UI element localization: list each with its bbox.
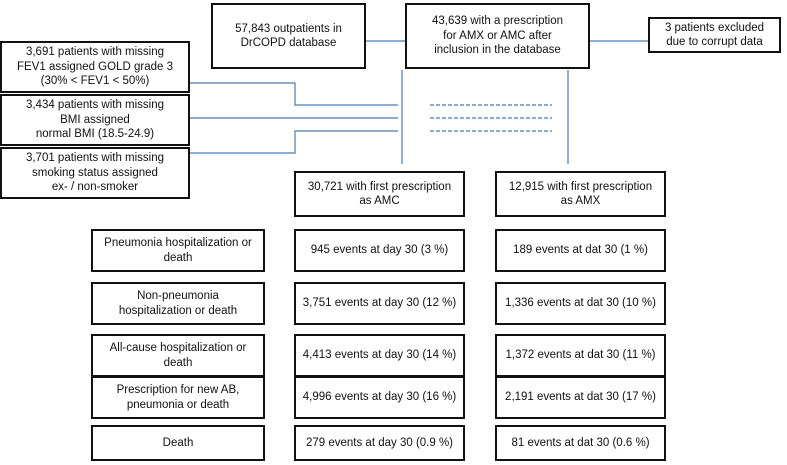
outcome-amc-box: 4,996 events at day 30 (16 %): [294, 376, 465, 419]
amc-group-box: 30,721 with first prescription as AMC: [294, 171, 465, 217]
imputation-fev1-text: 3,691 patients with missing FEV1 assigne…: [17, 46, 173, 88]
outcome-label: Prescription for new AB, pneumonia or de…: [116, 384, 240, 411]
outcome-amc-value: 945 events at day 30 (3 %): [310, 244, 449, 257]
outcome-amx-box: 189 events at dat 30 (1 %): [495, 229, 666, 272]
imputation-bmi-box: 3,434 patients with missing BMI assigned…: [0, 94, 190, 146]
imputation-bmi-text: 3,434 patients with missing BMI assigned…: [25, 99, 165, 141]
outcome-amc-box: 4,413 events at day 30 (14 %): [294, 334, 465, 377]
outcome-label-box: Death: [91, 425, 265, 461]
outcome-amc-box: 945 events at day 30 (3 %): [294, 229, 465, 272]
outcome-amx-box: 1,336 events at dat 30 (10 %): [495, 282, 666, 325]
outcome-label: Death: [162, 436, 194, 449]
prescription-text: 43,639 with a prescription for AMX or AM…: [431, 15, 564, 57]
excluded-text: 3 patients excluded due to corrupt data: [664, 21, 765, 48]
outcome-amx-value: 81 events at dat 30 (0.6 %): [511, 436, 650, 449]
outcome-amx-value: 1,336 events at dat 30 (10 %): [505, 297, 656, 310]
excluded-box: 3 patients excluded due to corrupt data: [648, 17, 781, 53]
outcome-label-box: Prescription for new AB, pneumonia or de…: [91, 376, 265, 419]
outcome-amx-value: 1,372 events at dat 30 (11 %): [505, 349, 656, 362]
outcome-amc-value: 4,996 events at day 30 (16 %): [302, 391, 457, 404]
outcome-label: Non-pneumonia hospitalization or death: [118, 290, 238, 317]
outcome-amx-value: 2,191 events at dat 30 (17 %): [505, 391, 656, 404]
database-text: 57,843 outpatients in DrCOPD database: [235, 22, 342, 49]
outcome-amc-value: 4,413 events at day 30 (14 %): [302, 349, 457, 362]
outcome-label: All-cause hospitalization or death: [109, 342, 247, 369]
amx-group-text: 12,915 with first prescription as AMX: [508, 180, 653, 207]
outcome-amc-value: 3,751 events at day 30 (12 %): [302, 297, 457, 310]
outcome-amx-value: 189 events at dat 30 (1 %): [513, 244, 648, 257]
outcome-label-box: Non-pneumonia hospitalization or death: [91, 282, 265, 325]
imputation-smoking-text: 3,701 patients with missing smoking stat…: [25, 152, 165, 194]
outcome-label-box: Pneumonia hospitalization or death: [91, 229, 265, 272]
imputation-fev1-box: 3,691 patients with missing FEV1 assigne…: [0, 41, 190, 93]
imputation-smoking-box: 3,701 patients with missing smoking stat…: [0, 147, 190, 199]
outcome-amx-box: 1,372 events at dat 30 (11 %): [495, 334, 666, 377]
outcome-amx-box: 2,191 events at dat 30 (17 %): [495, 376, 666, 419]
outcome-amc-value: 279 events at day 30 (0.9 %): [305, 436, 454, 449]
outcome-amc-box: 279 events at day 30 (0.9 %): [294, 425, 465, 461]
outcome-amx-box: 81 events at dat 30 (0.6 %): [495, 425, 666, 461]
prescription-box: 43,639 with a prescription for AMX or AM…: [405, 3, 590, 69]
database-box: 57,843 outpatients in DrCOPD database: [211, 3, 366, 69]
amx-group-box: 12,915 with first prescription as AMX: [495, 171, 666, 217]
outcome-amc-box: 3,751 events at day 30 (12 %): [294, 282, 465, 325]
outcome-label-box: All-cause hospitalization or death: [91, 334, 265, 377]
outcome-label: Pneumonia hospitalization or death: [104, 237, 252, 264]
amc-group-text: 30,721 with first prescription as AMC: [307, 180, 452, 207]
